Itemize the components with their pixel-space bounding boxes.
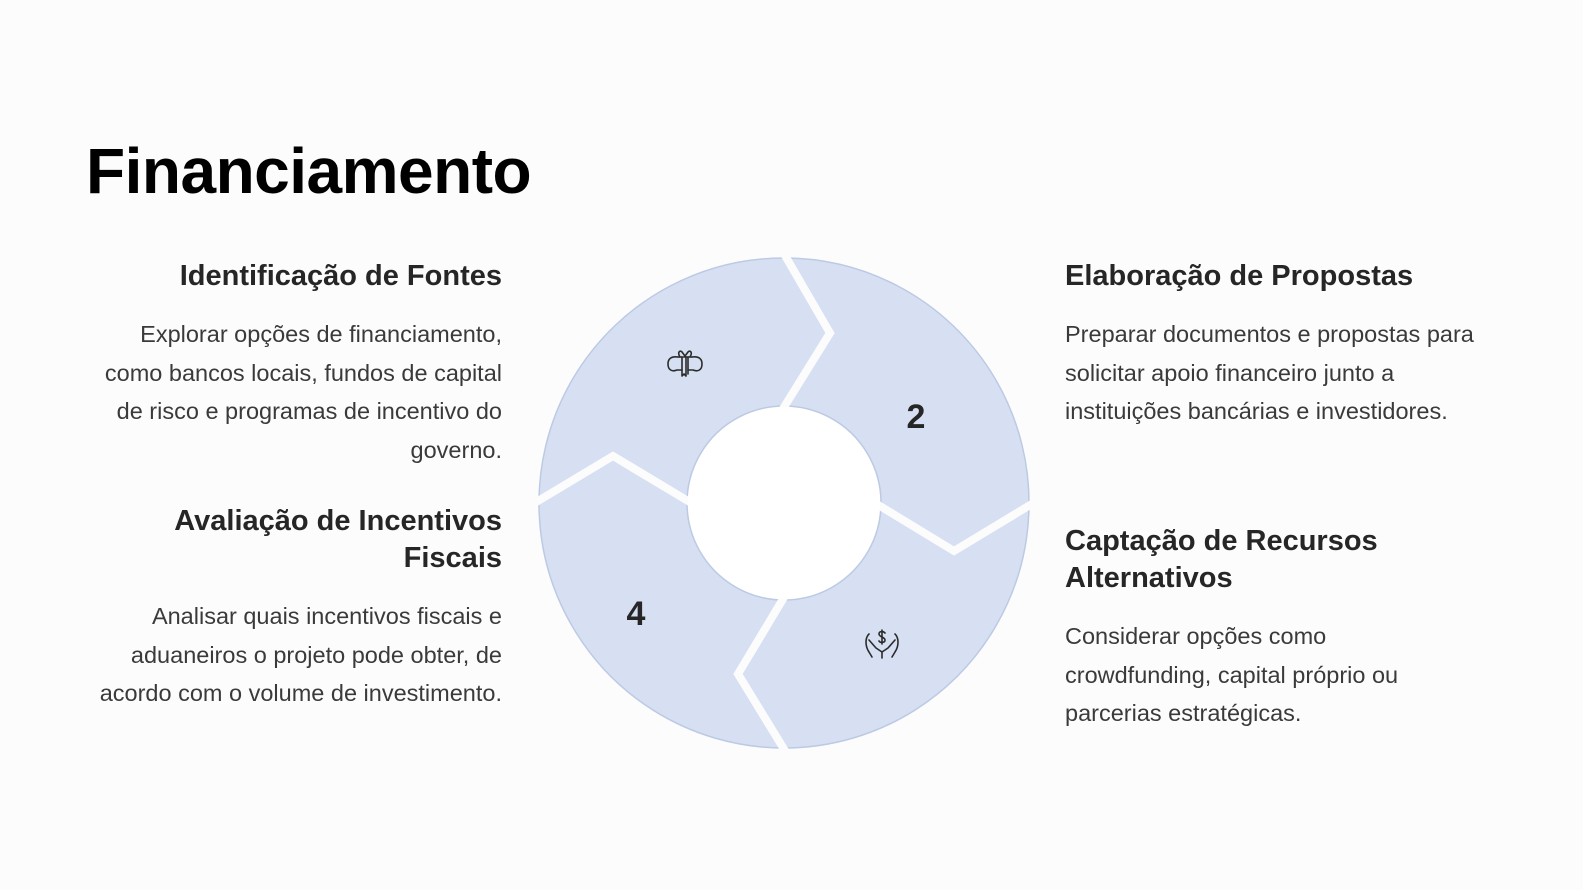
step-1-text: Identificação de Fontes Explorar opções … — [82, 258, 502, 470]
step-2-number: 2 — [907, 398, 926, 436]
step-1-body: Explorar opções de financiamento, como b… — [104, 321, 502, 464]
gap-top — [777, 249, 835, 415]
hands-dollar-icon — [865, 629, 899, 659]
step-2-text: Elaboração de Propostas Preparar documen… — [1065, 258, 1485, 431]
center-hole — [688, 407, 880, 599]
step-1-heading: Identificação de Fontes — [179, 260, 502, 292]
gap-bottom — [733, 591, 791, 757]
step-3-heading: Captação de Recursos Alternativos — [1065, 525, 1378, 594]
page-title: Financiamento — [86, 135, 532, 207]
step-3-text: Captação de Recursos Alternativos Consid… — [1065, 523, 1485, 733]
gap-left — [530, 451, 696, 508]
step-3-body: Considerar opções como crowdfunding, cap… — [1065, 623, 1399, 727]
step-4-text: Avaliação de Incentivos Fiscais Analisar… — [82, 503, 502, 713]
award-icon — [667, 350, 703, 377]
step-4-body: Analisar quais incentivos fiscais e adua… — [99, 603, 502, 707]
step-2-heading: Elaboração de Propostas — [1065, 260, 1414, 292]
step-2-body: Preparar documentos e propostas para sol… — [1065, 321, 1474, 425]
step-4-number: 4 — [627, 595, 646, 633]
gap-right — [872, 498, 1038, 556]
step-4-heading: Avaliação de Incentivos Fiscais — [174, 505, 502, 574]
ring-segments — [538, 257, 1030, 749]
